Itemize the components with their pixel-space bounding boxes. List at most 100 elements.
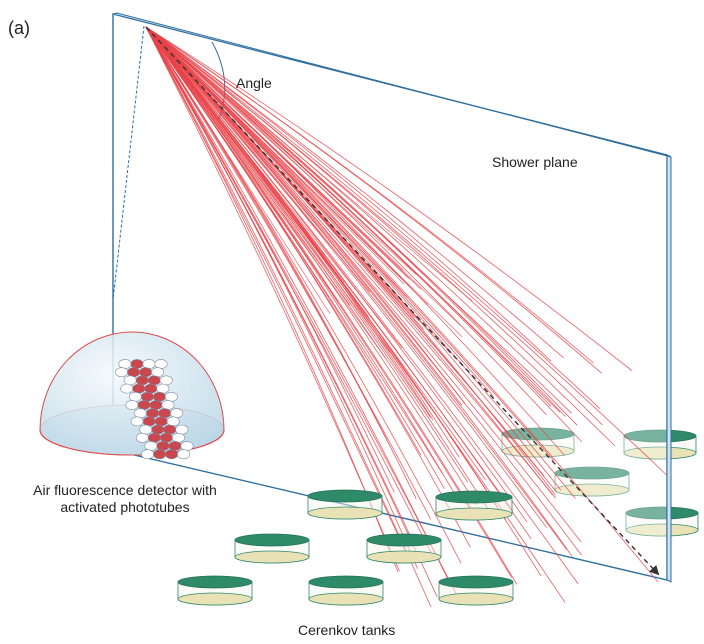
fluorescence-detector (39, 25, 225, 460)
particle-track (145, 26, 404, 271)
idle-phototube (164, 391, 178, 402)
particle-track (145, 26, 579, 585)
idle-phototube (139, 424, 153, 435)
active-phototube (132, 383, 146, 394)
active-phototube (163, 424, 177, 435)
active-phototube (146, 408, 160, 419)
shower-plane-edge (666, 154, 672, 583)
active-phototube (137, 400, 151, 410)
particle-track (145, 26, 573, 557)
particle-track (145, 26, 432, 520)
cerenkov-tank (554, 466, 630, 497)
particle-track (145, 26, 432, 608)
particle-track (145, 26, 576, 499)
active-phototube (127, 367, 141, 378)
particle-track (145, 26, 633, 371)
tank-top (554, 466, 630, 480)
shower-plane-top-edge (112, 12, 672, 158)
idle-phototube (120, 383, 134, 394)
idle-phototube (159, 375, 173, 386)
particle-track (145, 26, 602, 374)
detector-rim (39, 429, 225, 456)
idle-phototube (180, 441, 194, 451)
particle-track (145, 26, 603, 426)
idle-phototube (170, 408, 184, 419)
particle-track (145, 26, 403, 349)
particle-track (145, 26, 616, 447)
active-phototube (142, 416, 156, 427)
idle-phototube (171, 432, 185, 443)
active-phototube (151, 424, 165, 435)
view-line (112, 25, 145, 301)
particle-track (145, 26, 409, 279)
detector-label: Air fluorescence detector with activated… (33, 482, 217, 515)
particle-track (145, 26, 582, 543)
particle-track (145, 26, 461, 602)
active-phototube (147, 375, 161, 386)
idle-phototube (175, 424, 189, 435)
idle-phototube (154, 359, 168, 369)
cerenkov-tank (177, 575, 253, 606)
particle-track (145, 26, 391, 354)
active-phototube (149, 400, 163, 410)
tank-base (307, 506, 383, 520)
idle-phototube (128, 391, 142, 402)
particle-track (145, 26, 547, 416)
tank-top (438, 575, 514, 589)
particle-track (145, 26, 370, 318)
idle-phototube (135, 432, 149, 443)
active-phototube (130, 359, 144, 369)
particle-track (145, 26, 438, 598)
idle-phototube (144, 441, 158, 451)
front-tank-group (177, 489, 514, 606)
particle-track (145, 26, 432, 553)
particle-track (145, 26, 370, 293)
idle-phototube (115, 367, 129, 378)
tank-base (623, 446, 697, 460)
active-phototube (165, 449, 179, 460)
cerenkov-tank (308, 575, 384, 606)
tank-base (234, 550, 310, 564)
active-phototube (144, 383, 158, 394)
cerenkov-tank (623, 429, 697, 460)
tank-base (435, 507, 513, 521)
tank-top (623, 429, 697, 443)
cerenkov-tank (366, 533, 442, 564)
active-phototube (153, 449, 167, 460)
particle-track (145, 26, 408, 299)
cerenkov-tank (438, 575, 514, 606)
particle-track (145, 26, 552, 362)
active-phototube (139, 367, 153, 378)
active-phototube (140, 391, 154, 402)
angle-label: Angle (236, 75, 272, 91)
panel-label: (a) (8, 18, 30, 38)
tank-top (234, 533, 310, 547)
particle-track (145, 26, 405, 285)
active-phototube (147, 432, 161, 443)
particle-track (145, 26, 582, 556)
active-phototube (156, 441, 170, 451)
idle-phototube (142, 359, 156, 369)
particle-track (145, 26, 417, 275)
idle-phototube (151, 367, 165, 378)
tank-base (308, 592, 384, 606)
air-shower-tracks (145, 26, 667, 608)
tank-top (435, 490, 513, 504)
particle-track (145, 26, 473, 302)
cerenkov-tanks-label: Cerenkov tanks (298, 622, 396, 638)
tank-base (177, 592, 253, 606)
active-phototube (158, 408, 172, 419)
cerenkov-tank (234, 533, 310, 564)
phototube-cluster (115, 359, 194, 460)
shower-plane-label: Shower plane (492, 154, 578, 170)
particle-track (145, 26, 425, 330)
tank-top (366, 533, 442, 547)
active-phototube (154, 416, 168, 427)
tank-base (625, 523, 699, 537)
tank-top (307, 489, 383, 503)
cerenkov-tank (307, 489, 383, 520)
particle-track (145, 26, 331, 314)
idle-phototube (166, 416, 180, 427)
